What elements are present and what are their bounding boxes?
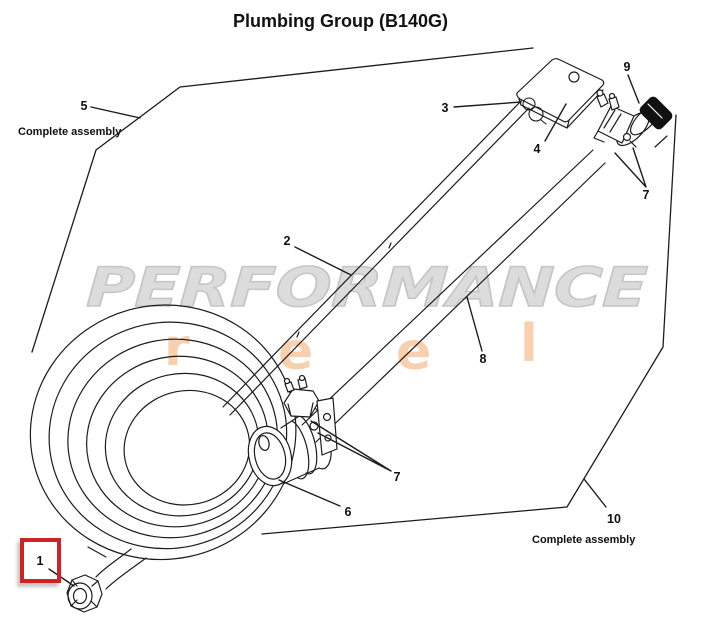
- leader-7a: [614, 147, 647, 188]
- leader-2: [294, 246, 352, 276]
- coupler-assembly: [247, 374, 338, 487]
- hose-nut: [66, 574, 103, 613]
- callout-2: 2: [283, 234, 291, 248]
- boundary-outline: [31, 47, 677, 535]
- leader-3: [453, 101, 522, 108]
- watermark-letter-l: l: [520, 314, 538, 374]
- tube-2: [222, 99, 530, 416]
- hose-tail: [87, 546, 147, 590]
- leader-4: [544, 103, 567, 142]
- note-complete-assembly-left: Complete assembly: [18, 126, 122, 138]
- callout-10: 10: [607, 512, 621, 526]
- watermark-letter-e2: e: [396, 322, 432, 382]
- leader-1: [48, 568, 75, 587]
- callout-5: 5: [80, 99, 88, 113]
- leader-lines: [48, 74, 647, 587]
- callout-1: 1: [36, 554, 44, 568]
- callout-9: 9: [623, 60, 631, 74]
- page-title: Plumbing Group (B140G): [232, 11, 448, 31]
- leader-9: [627, 74, 640, 104]
- inlet-clamp: [593, 89, 637, 148]
- callout-7-top: 7: [642, 188, 650, 202]
- leader-6: [278, 479, 341, 507]
- watermark-letter-r: r: [164, 318, 190, 378]
- callout-8: 8: [479, 352, 487, 366]
- callout-4: 4: [533, 142, 541, 156]
- coupler-clamp: [283, 374, 338, 456]
- leader-7b: [310, 420, 392, 472]
- leader-10: [583, 478, 607, 508]
- retaining-clip: [522, 97, 547, 125]
- inlet-assembly: [593, 89, 673, 148]
- highlight-box: [20, 538, 61, 583]
- note-complete-assembly-bottom: Complete assembly: [532, 534, 636, 546]
- tube-8: [301, 149, 606, 443]
- leader-5: [90, 106, 141, 119]
- callout-3: 3: [441, 101, 449, 115]
- leader-8: [466, 296, 483, 352]
- callout-6: 6: [344, 505, 352, 519]
- callout-7-middle: 7: [393, 470, 401, 484]
